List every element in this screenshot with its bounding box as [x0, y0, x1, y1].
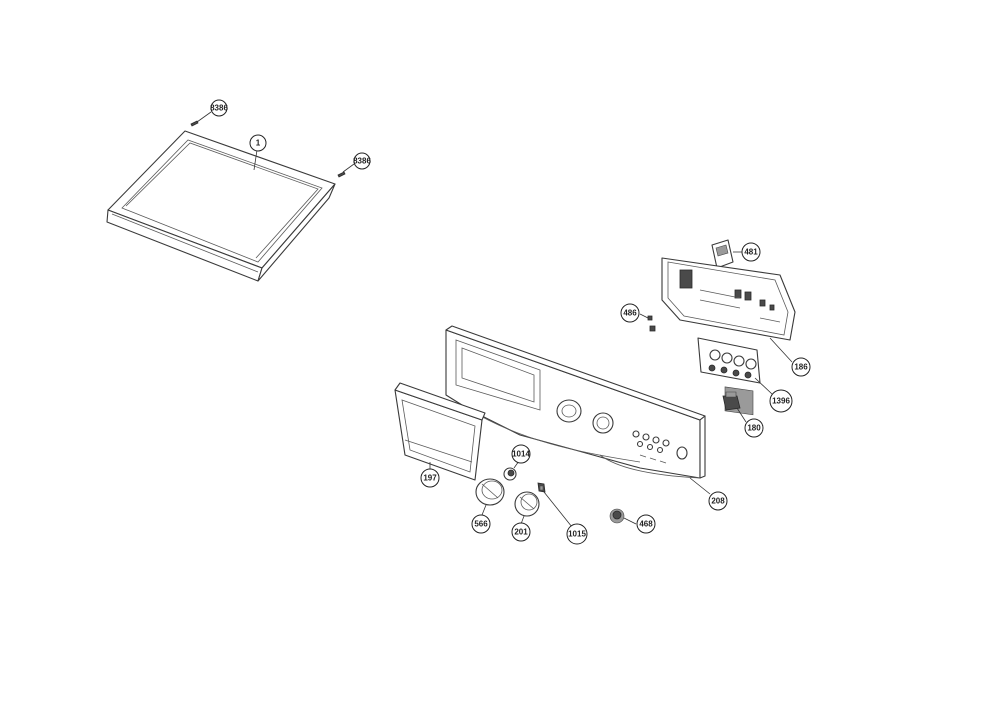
top-screw-left	[190, 111, 212, 127]
svg-text:1: 1	[256, 139, 261, 148]
svg-text:468: 468	[639, 520, 653, 529]
callout-pcb-screw: 486	[620, 303, 640, 323]
temp-knob	[514, 491, 540, 525]
svg-text:8386: 8386	[210, 104, 228, 113]
top-panel	[106, 130, 336, 282]
callout-knob-clip: 1015	[566, 523, 588, 545]
callout-top-screw-right: 8386	[353, 152, 371, 170]
pcb-screw	[639, 313, 656, 332]
callout-program-knob: 566	[471, 514, 491, 534]
callout-control-panel: 208	[708, 491, 728, 511]
svg-text:201: 201	[514, 528, 528, 537]
knob-cap-small	[503, 460, 520, 481]
callout-drawer-handle: 197	[420, 468, 440, 488]
svg-text:197: 197	[423, 474, 437, 483]
callout-top-screw-left: 8386	[210, 99, 228, 117]
drawer-handle	[394, 382, 486, 481]
connector	[722, 391, 747, 423]
svg-text:1396: 1396	[772, 397, 790, 406]
callout-pcb-bracket: 481	[741, 242, 761, 262]
svg-text:186: 186	[794, 363, 808, 372]
control-panel	[445, 325, 711, 495]
callout-button-board: 1396	[769, 389, 793, 413]
svg-text:566: 566	[474, 520, 488, 529]
cap-468	[609, 508, 637, 525]
program-knob	[475, 478, 505, 516]
svg-text:481: 481	[744, 248, 758, 257]
svg-text:8386: 8386	[353, 157, 371, 166]
svg-text:1015: 1015	[568, 530, 586, 539]
svg-text:208: 208	[711, 497, 725, 506]
callout-main-pcb: 186	[791, 357, 811, 377]
knob-clip	[537, 482, 573, 528]
main-pcb	[661, 257, 796, 416]
button-board	[697, 337, 773, 395]
callout-top-panel: 1	[249, 134, 267, 152]
callout-connector: 180	[744, 418, 764, 438]
callout-temp-knob: 201	[511, 522, 531, 542]
pcb-bracket	[711, 239, 743, 269]
svg-text:180: 180	[747, 424, 761, 433]
svg-text:486: 486	[623, 309, 637, 318]
top-screw-right	[337, 163, 355, 178]
svg-text:1014: 1014	[512, 450, 530, 459]
callout-knob-cap-small: 1014	[511, 444, 531, 464]
callout-cap-468: 468	[636, 514, 656, 534]
